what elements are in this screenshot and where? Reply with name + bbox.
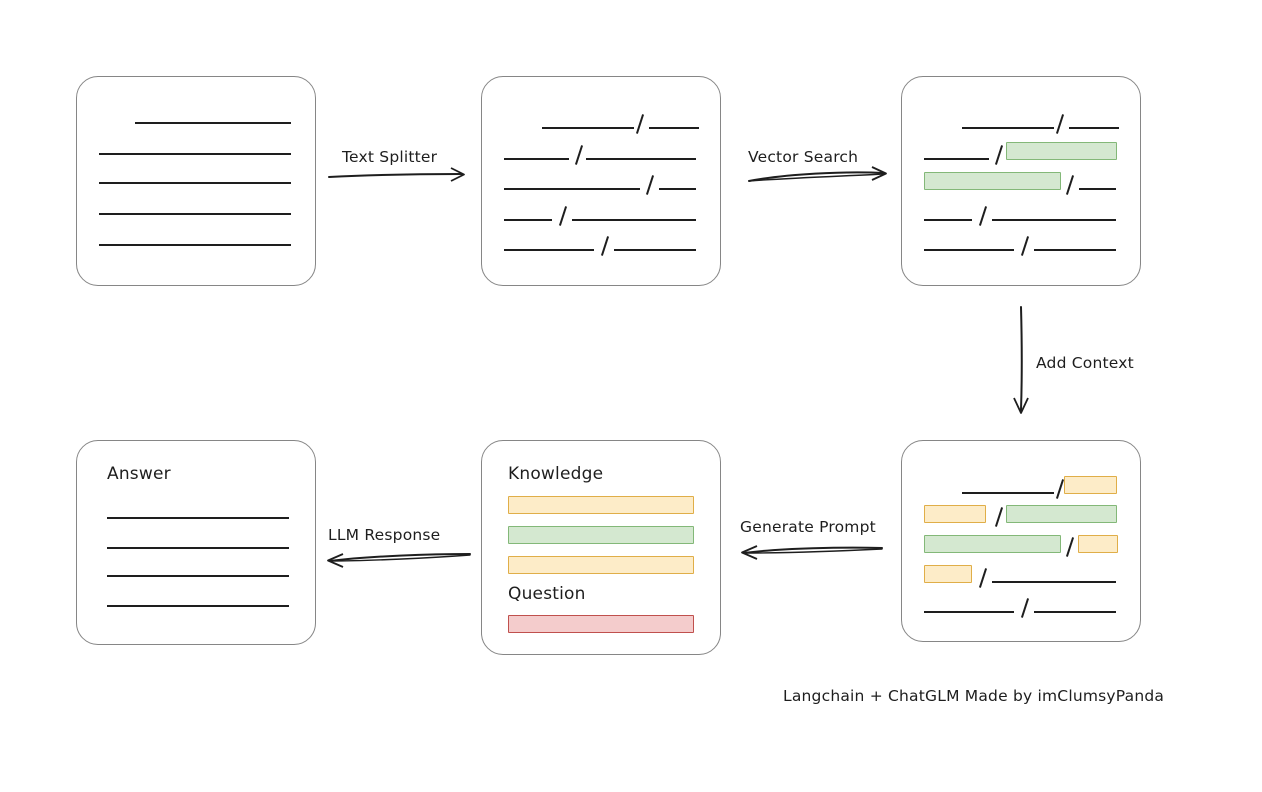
chunk-line (924, 219, 972, 221)
question-bar[interactable] (508, 615, 694, 633)
edge-label-text-splitter: Text Splitter (342, 148, 438, 166)
node-context-chunks[interactable] (901, 440, 1141, 642)
edge-arrow-llm-response (327, 553, 471, 568)
document-line (135, 122, 291, 124)
slash-separator (1065, 537, 1075, 557)
edge-label-vector-search: Vector Search (748, 148, 859, 166)
edge-arrow-vector-search (748, 166, 887, 182)
context-chunk-highlight[interactable] (1006, 505, 1117, 523)
answer-line (107, 575, 289, 577)
chunk-line (1069, 127, 1119, 129)
document-line (99, 182, 291, 184)
slash-separator (978, 568, 988, 588)
matched-chunk-highlight[interactable] (924, 172, 1061, 190)
chunk-line (659, 188, 696, 190)
slash-separator (635, 114, 645, 134)
node-source-document[interactable] (76, 76, 316, 286)
chunk-line (924, 249, 1014, 251)
knowledge-bar[interactable] (508, 556, 694, 574)
slash-separator (645, 175, 655, 195)
chunk-line (992, 219, 1116, 221)
chunk-line (504, 158, 569, 160)
chunk-line (572, 219, 696, 221)
chunk-line (542, 127, 634, 129)
knowledge-bar[interactable] (508, 526, 694, 544)
edge-label-generate-prompt: Generate Prompt (740, 518, 876, 536)
chunk-line (962, 492, 1054, 494)
chunk-line (992, 581, 1116, 583)
edge-label-llm-response: LLM Response (328, 526, 441, 544)
chunk-line (614, 249, 696, 251)
context-chunk-highlight[interactable] (924, 535, 1061, 553)
slash-separator (1020, 236, 1030, 256)
answer-line (107, 605, 289, 607)
chunk-line (1034, 249, 1116, 251)
document-line (99, 153, 291, 155)
context-chunk-highlight[interactable] (1064, 476, 1117, 494)
slash-separator (994, 145, 1004, 165)
document-line (99, 244, 291, 246)
matched-chunk-highlight[interactable] (1006, 142, 1117, 160)
chunk-line (504, 249, 594, 251)
node-split-chunks[interactable] (481, 76, 721, 286)
answer-label: Answer (107, 464, 171, 484)
edge-arrow-generate-prompt (741, 545, 883, 560)
node-prompt[interactable]: Knowledge Question (481, 440, 721, 655)
knowledge-label: Knowledge (508, 464, 604, 484)
chunk-line (504, 219, 552, 221)
knowledge-bar[interactable] (508, 496, 694, 514)
document-line (99, 213, 291, 215)
node-matched-chunks[interactable] (901, 76, 1141, 286)
slash-separator (978, 206, 988, 226)
slash-separator (994, 507, 1004, 527)
chunk-line (1034, 611, 1116, 613)
answer-line (107, 517, 289, 519)
question-label: Question (508, 584, 586, 604)
slash-separator (1065, 175, 1075, 195)
edge-label-add-context: Add Context (1036, 354, 1134, 372)
chunk-line (649, 127, 699, 129)
chunk-line (924, 611, 1014, 613)
slash-separator (1020, 598, 1030, 618)
chunk-line (586, 158, 696, 160)
slash-separator (1055, 114, 1065, 134)
chunk-line (1079, 188, 1116, 190)
slash-separator (600, 236, 610, 256)
chunk-line (504, 188, 640, 190)
credit-text: Langchain + ChatGLM Made by imClumsyPand… (783, 687, 1165, 705)
context-chunk-highlight[interactable] (924, 505, 986, 523)
slash-separator (558, 206, 568, 226)
node-answer[interactable]: Answer (76, 440, 316, 645)
edge-arrow-text-splitter (328, 167, 465, 182)
answer-line (107, 547, 289, 549)
slash-separator (1055, 479, 1065, 499)
context-chunk-highlight[interactable] (924, 565, 972, 583)
slash-separator (574, 145, 584, 165)
chunk-line (924, 158, 989, 160)
edge-arrow-add-context (1013, 306, 1029, 414)
context-chunk-highlight[interactable] (1078, 535, 1118, 553)
chunk-line (962, 127, 1054, 129)
